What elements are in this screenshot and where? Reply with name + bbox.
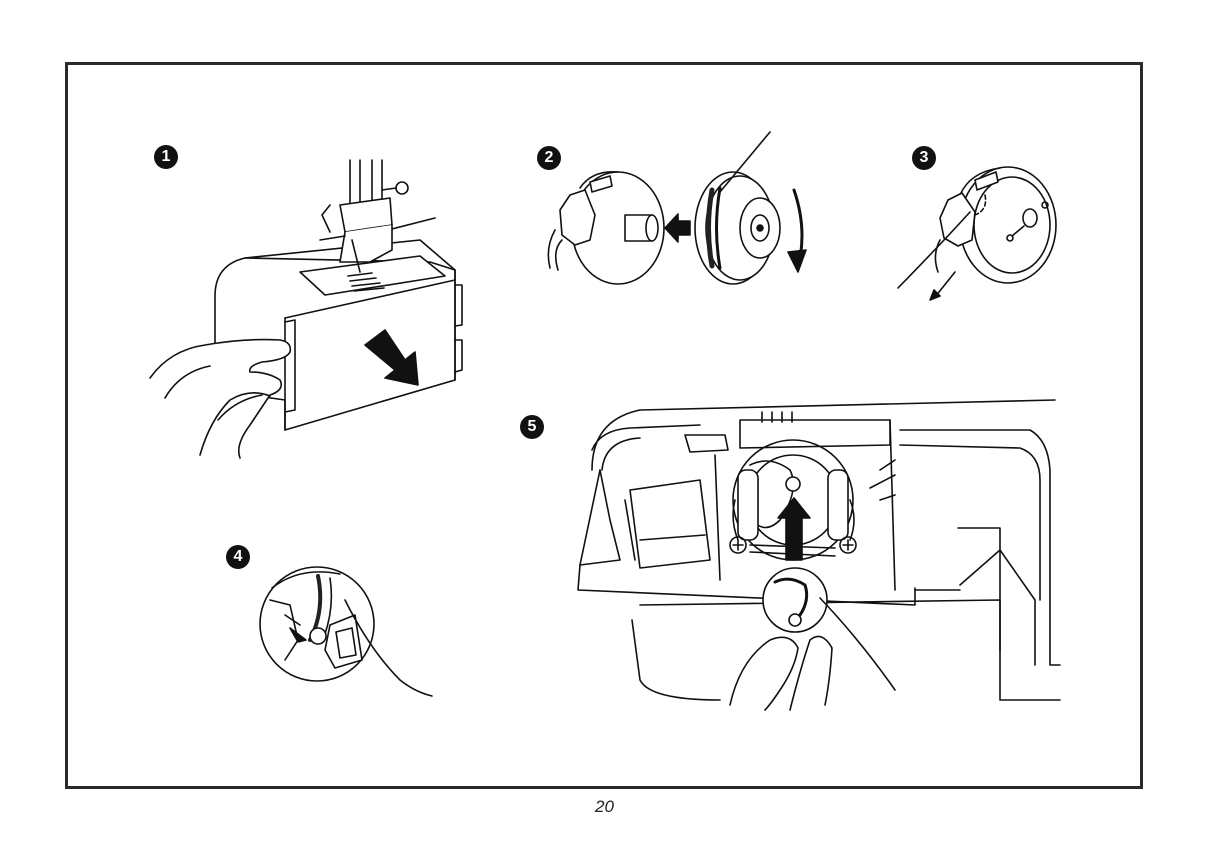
illustration-thread-slot — [898, 167, 1056, 300]
step-badge-3: 3 — [912, 146, 936, 170]
step-badge-2: 2 — [537, 146, 561, 170]
step-badge-4: 4 — [226, 545, 250, 569]
illustration-insert-bobbin-case — [578, 400, 1060, 710]
illustration-open-shuttle-cover — [150, 160, 462, 458]
step-badge-1: 1 — [154, 145, 178, 169]
page-number: 20 — [0, 797, 1209, 817]
step-badge-5: 5 — [520, 415, 544, 439]
illustration-tension-spring — [260, 567, 432, 696]
illustration-insert-bobbin — [548, 132, 806, 284]
